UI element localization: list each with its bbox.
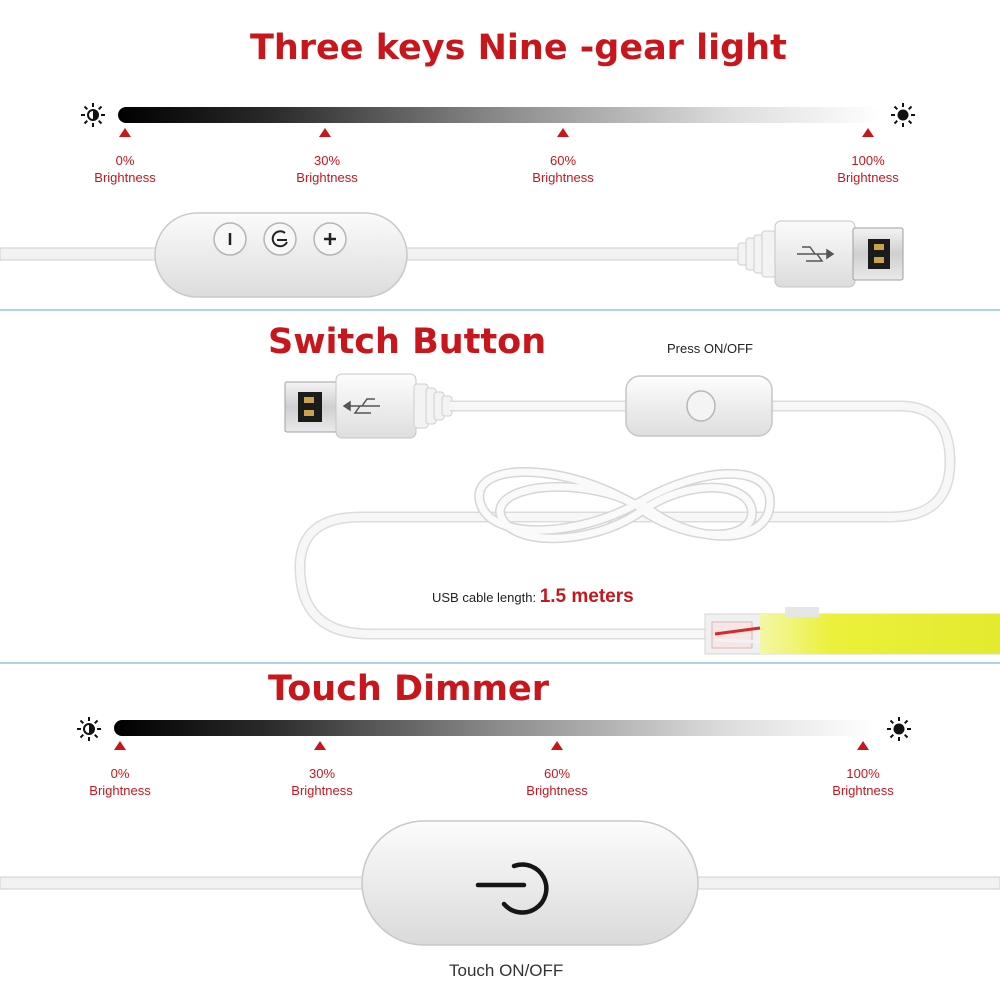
level-label: 100% Brightness <box>808 152 928 186</box>
usb-symbol-icon <box>797 246 835 262</box>
brightness-low-icon <box>81 103 105 127</box>
brightness-high-icon <box>891 103 915 127</box>
title-switch-button: Switch Button <box>268 322 547 362</box>
level-percent: 30% <box>313 153 341 168</box>
level-caption: Brightness <box>94 170 156 185</box>
usb-symbol-icon <box>342 398 380 414</box>
cable-length-value: 1.5 meters <box>539 586 634 607</box>
level-caption: Brightness <box>526 783 588 798</box>
level-percent: 0% <box>115 153 135 168</box>
level-label: 60% Brightness <box>503 152 623 186</box>
plus-icon <box>324 233 336 245</box>
level-label: 0% Brightness <box>65 152 185 186</box>
title-three-keys: Three keys Nine -gear light <box>250 28 787 68</box>
level-label: 0% Brightness <box>60 765 180 799</box>
touch-dimmer-controller <box>0 820 1000 946</box>
three-key-controller <box>0 212 904 298</box>
section-divider <box>0 309 1000 311</box>
section-divider <box>0 662 1000 664</box>
touch-label: Touch ON/OFF <box>449 961 564 980</box>
brightness-high-icon <box>887 717 911 741</box>
level-marker <box>314 741 326 750</box>
level-percent: 100% <box>846 766 880 781</box>
cable-length-note: USB cable length: 1.5 meters <box>432 586 634 608</box>
level-label: 30% Brightness <box>267 152 387 186</box>
level-caption: Brightness <box>296 170 358 185</box>
level-percent: 100% <box>851 153 885 168</box>
level-caption: Brightness <box>532 170 594 185</box>
level-marker <box>319 128 331 137</box>
brightness-low-icon <box>77 717 101 741</box>
level-marker <box>862 128 874 137</box>
level-label: 100% Brightness <box>803 765 923 799</box>
level-percent: 30% <box>308 766 336 781</box>
level-marker <box>551 741 563 750</box>
level-percent: 60% <box>543 766 571 781</box>
level-caption: Brightness <box>291 783 353 798</box>
level-caption: Brightness <box>89 783 151 798</box>
level-caption: Brightness <box>837 170 899 185</box>
cable-length-label: USB cable length: <box>432 590 537 605</box>
power-icon <box>475 862 549 915</box>
mode-cycle-icon <box>271 230 288 248</box>
level-label: 30% Brightness <box>262 765 382 799</box>
brightness-gradient-bar <box>118 107 880 123</box>
level-percent: 0% <box>110 766 130 781</box>
level-marker <box>557 128 569 137</box>
brightness-gradient-bar <box>114 720 876 736</box>
level-caption: Brightness <box>832 783 894 798</box>
level-marker <box>119 128 131 137</box>
level-label: 60% Brightness <box>497 765 617 799</box>
press-label: Press ON/OFF <box>667 341 753 356</box>
level-marker <box>857 741 869 750</box>
level-marker <box>114 741 126 750</box>
title-touch-dimmer: Touch Dimmer <box>268 669 550 709</box>
switch-cable-assembly <box>284 373 1000 655</box>
level-percent: 60% <box>549 153 577 168</box>
